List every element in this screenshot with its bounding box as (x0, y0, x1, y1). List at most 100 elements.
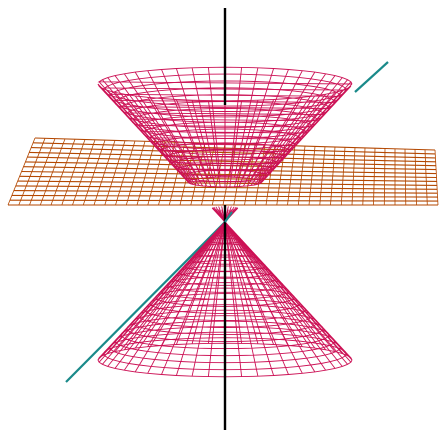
upper-cone-ruling (97, 83, 189, 183)
upper-cone-ruling (242, 69, 289, 178)
plane-col-line (353, 147, 356, 174)
plane-col-line (424, 149, 427, 175)
upper-cone-ruling (253, 73, 327, 180)
lower-cone-ruling (224, 221, 243, 377)
plane-col-line (53, 138, 66, 169)
plane-col-line (94, 139, 106, 170)
plane-col-line (340, 173, 344, 206)
lower-cone-ruling (224, 221, 352, 359)
upper-cone-ring-front (114, 102, 335, 118)
lower-cone-ruling (161, 221, 226, 346)
plane-col-line (63, 139, 76, 169)
upper-cone-ruling (191, 100, 216, 187)
lower-cone-ruling (114, 221, 226, 369)
upper-cone-ruling (234, 67, 259, 178)
lower-cone-ruling (224, 221, 289, 375)
plane-col-line (351, 173, 354, 206)
upper-cone-ring-front (120, 108, 329, 123)
plane-col-line (415, 174, 417, 206)
generator-upper-segment (354, 61, 389, 93)
plane-col-line (332, 146, 336, 174)
plane-col-line (276, 172, 282, 206)
lower-cone-ruling (175, 221, 226, 345)
upper-cone-ruling (175, 99, 212, 187)
lower-cone-ruling (224, 221, 336, 369)
lower-cone-ruling (175, 221, 226, 376)
plane-col-line (39, 168, 55, 206)
plane-col-line (115, 169, 127, 206)
lower-cone-ruling (123, 221, 226, 351)
plane-col-line (74, 139, 86, 170)
plane-col-line (104, 169, 117, 206)
upper-cone-ruling (114, 92, 194, 185)
upper-cone-ruling (107, 90, 192, 185)
lower-cone-ruling (207, 221, 226, 377)
plane-col-line (7, 168, 24, 206)
lower-cone-ruling (224, 221, 316, 349)
plane-col-line (308, 172, 313, 206)
upper-cone-ruling (238, 99, 275, 187)
plane-col-line (22, 137, 36, 169)
lower-cone-ruling (191, 221, 226, 377)
upper-cone-ring-front (137, 126, 313, 139)
plane-col-line (362, 173, 365, 206)
plane-col-line (322, 146, 326, 173)
plane-col-line (32, 138, 46, 169)
upper-cone-ruling (107, 77, 192, 181)
upper-cone-ruling (207, 100, 221, 187)
plane-col-line (72, 168, 86, 206)
plane-col-line (147, 170, 158, 206)
plane-col-line (244, 171, 251, 206)
lower-cone-ruling (224, 221, 336, 352)
lower-cone-ruling (191, 221, 226, 344)
plane-col-line (330, 173, 334, 206)
lower-cone-ruling (224, 221, 275, 345)
plane-col-line (136, 141, 146, 171)
plane-col-line (82, 169, 96, 206)
plane-col-line (146, 141, 156, 171)
lower-cone-ruling (224, 221, 343, 367)
upper-cone-ruling (123, 93, 197, 186)
plane-col-line (18, 168, 34, 206)
plane-col-line (404, 174, 407, 206)
plane-col-line (222, 171, 230, 206)
upper-cone-ring-front (131, 120, 318, 134)
lower-cone-ruling (224, 221, 327, 351)
upper-cone-ruling (260, 87, 348, 184)
plane-col-line (297, 172, 303, 206)
lower-cone-ruling (224, 221, 243, 344)
lower-cone-ruling (224, 221, 259, 377)
lower-cone-ruling (107, 221, 226, 354)
plane-col-line (93, 169, 106, 206)
generator-line-lower (65, 221, 226, 383)
generator-lower-segment (65, 221, 226, 383)
plane-col-line (29, 168, 44, 206)
plane-col-line (168, 170, 179, 206)
upper-cone-ruling (256, 92, 336, 185)
lower-cone-ruling (107, 221, 226, 367)
plane-col-line (201, 171, 210, 206)
lower-cone-ruling (224, 221, 289, 346)
plane-col-line (373, 173, 375, 206)
upper-cone-ruling (147, 97, 203, 187)
lower-cone-ruling (224, 221, 259, 344)
plane-col-line (373, 148, 376, 174)
upper-cone-ruling (242, 98, 289, 187)
plane-col-line (425, 174, 428, 206)
upper-cone-ruling (247, 97, 303, 187)
plane-col-line (287, 172, 292, 206)
upper-cone-ruling (161, 69, 208, 178)
plane-col-line (414, 149, 417, 175)
plane-col-line (233, 171, 241, 206)
lower-cone-ruling (114, 221, 226, 352)
plane-col-line (342, 147, 346, 174)
plane-col-line (105, 140, 116, 170)
lower-cone-ruling (207, 221, 226, 344)
upper-cone-ruling (258, 90, 343, 185)
lower-cone-ruling (224, 221, 327, 371)
plane-col-line (301, 146, 306, 173)
upper-cone-ruling (191, 67, 216, 178)
upper-cone-ruling (258, 77, 343, 181)
lower-cone-ruling (224, 221, 303, 347)
